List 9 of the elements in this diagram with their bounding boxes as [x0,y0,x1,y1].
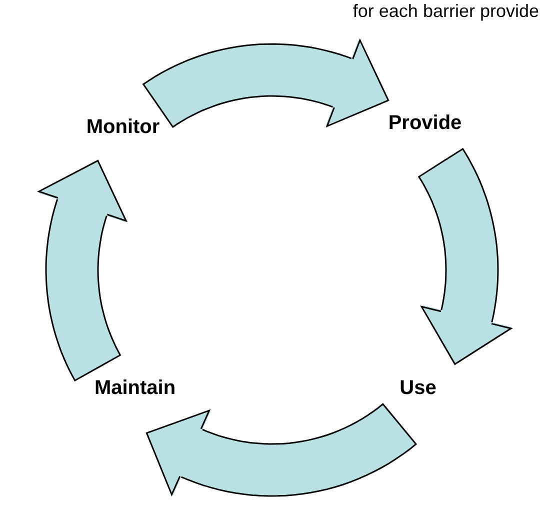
stage-label: Use [388,361,448,415]
curved-block-arrow [142,38,390,128]
heading-text: for each barrier provide [352,0,539,22]
stage-label: Monitor [74,100,172,154]
curved-block-arrow [146,403,418,497]
curved-block-arrow [38,160,127,382]
stage-label: Provide [376,96,474,150]
stage-label: Maintain [82,361,188,415]
curved-block-arrow [418,148,512,365]
